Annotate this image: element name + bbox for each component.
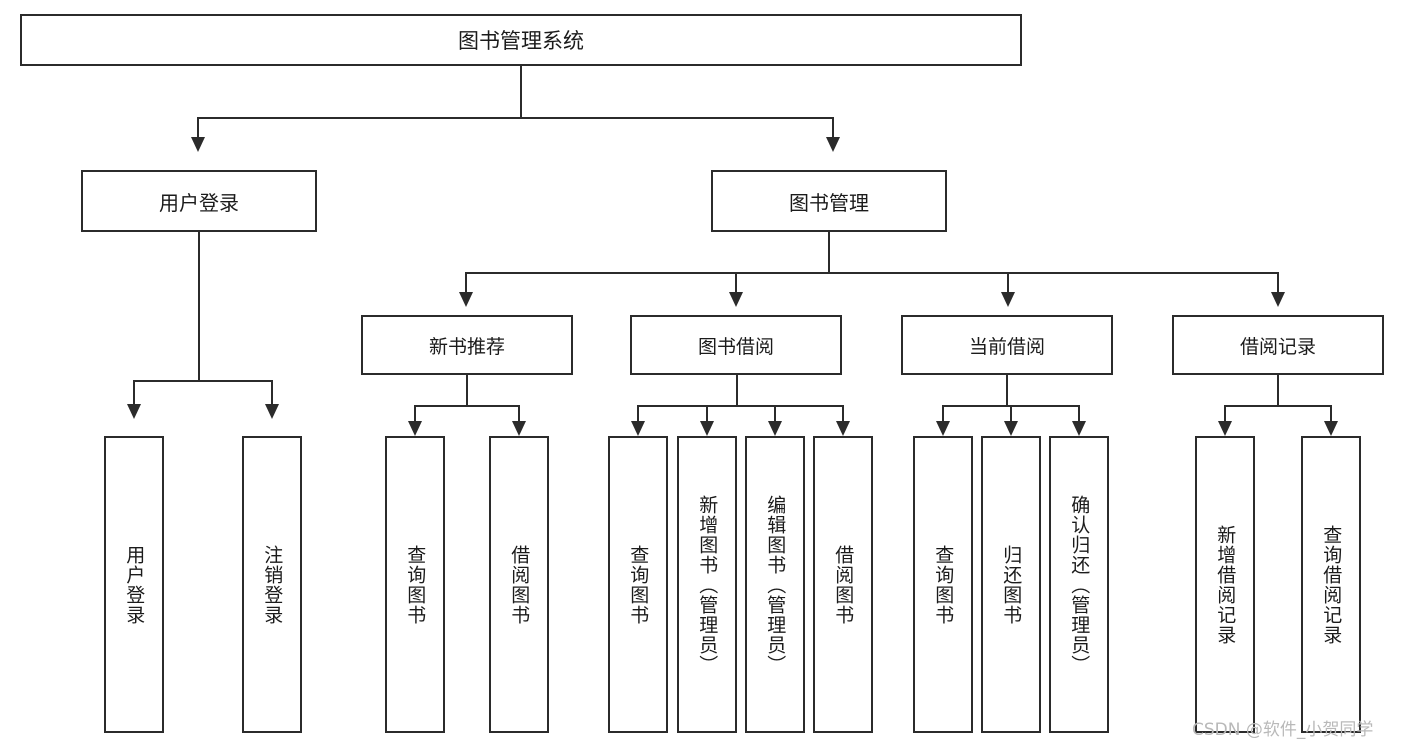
node-new-book-recommend[interactable]: 新书推荐 [361, 315, 573, 375]
connector-borrow-to-leaf3 [774, 405, 776, 423]
connector-userlogin-to-leaf1 [133, 380, 135, 406]
node-label: 图书管理系统 [458, 29, 584, 53]
connector-current-stem [1006, 375, 1008, 407]
watermark-text: CSDN @软件_小贺同学 [1192, 720, 1374, 740]
connector-bookmgmt-to-record [1277, 272, 1279, 294]
connector-bookmgmt-stem [828, 232, 830, 274]
arrowhead-root-to-userlogin [191, 137, 205, 152]
leaf-query-book-borrow[interactable]: 查询图书 [608, 436, 668, 733]
connector-userlogin-stem [198, 232, 200, 382]
connector-newbook-bus [414, 405, 520, 407]
connector-newbook-stem [466, 375, 468, 407]
leaf-add-borrow-record[interactable]: 新增借阅记录 [1195, 436, 1255, 733]
arrowhead-current-leaf2 [1004, 421, 1018, 436]
arrowhead-current-leaf1 [936, 421, 950, 436]
leaf-query-book-current[interactable]: 查询图书 [913, 436, 973, 733]
leaf-label: 用户登录 [123, 544, 146, 625]
leaf-query-borrow-record[interactable]: 查询借阅记录 [1301, 436, 1361, 733]
leaf-query-book-newbook[interactable]: 查询图书 [385, 436, 445, 733]
connector-bookmgmt-bus [465, 272, 1279, 274]
node-borrow-record[interactable]: 借阅记录 [1172, 315, 1384, 375]
arrowhead-current-leaf3 [1072, 421, 1086, 436]
arrowhead-record-leaf1 [1218, 421, 1232, 436]
leaf-logout[interactable]: 注销登录 [242, 436, 302, 733]
leaf-label: 查询图书 [932, 544, 955, 625]
arrowhead-userlogin-leaf1 [127, 404, 141, 419]
node-current-borrow[interactable]: 当前借阅 [901, 315, 1113, 375]
leaf-borrow-book[interactable]: 借阅图书 [813, 436, 873, 733]
connector-record-to-leaf2 [1330, 405, 1332, 423]
connector-borrow-bus [637, 405, 843, 407]
arrowhead-newbook-leaf1 [408, 421, 422, 436]
connector-borrow-to-leaf4 [842, 405, 844, 423]
node-label: 新书推荐 [428, 335, 505, 358]
leaf-label: 新增借阅记录 [1214, 524, 1237, 645]
connector-bookmgmt-to-borrow [735, 272, 737, 294]
node-label: 图书管理 [789, 190, 869, 215]
arrowhead-borrow-leaf4 [836, 421, 850, 436]
node-label: 借阅记录 [1239, 335, 1316, 358]
arrowhead-bookmgmt-current [1001, 292, 1015, 307]
arrowhead-bookmgmt-newbook [459, 292, 473, 307]
connector-current-to-leaf2 [1010, 405, 1012, 423]
arrowhead-borrow-leaf2 [700, 421, 714, 436]
connector-borrow-to-leaf2 [706, 405, 708, 423]
connector-newbook-to-leaf2 [518, 405, 520, 423]
connector-record-bus [1224, 405, 1332, 407]
leaf-add-book-admin[interactable]: 新增图书（管理员） [677, 436, 737, 733]
arrowhead-userlogin-leaf2 [265, 404, 279, 419]
connector-bookmgmt-to-current [1007, 272, 1009, 294]
node-user-login[interactable]: 用户登录 [81, 170, 317, 232]
leaf-label: 查询借阅记录 [1320, 524, 1343, 645]
connector-current-to-leaf3 [1078, 405, 1080, 423]
connector-record-to-leaf1 [1224, 405, 1226, 423]
connector-root-stem [520, 66, 522, 118]
node-book-management[interactable]: 图书管理 [711, 170, 947, 232]
connector-root-bus [197, 117, 834, 119]
connector-userlogin-bus [133, 380, 272, 382]
leaf-label: 借阅图书 [508, 544, 531, 625]
arrowhead-root-to-bookmgmt [826, 137, 840, 152]
leaf-label: 查询图书 [627, 544, 650, 625]
leaf-label: 注销登录 [261, 544, 284, 625]
arrowhead-borrow-leaf3 [768, 421, 782, 436]
connector-userlogin-to-leaf2 [271, 380, 273, 406]
leaf-label: 归还图书 [1000, 544, 1023, 625]
leaf-label: 确认归还（管理员） [1068, 494, 1091, 675]
connector-root-to-userlogin [197, 117, 199, 139]
leaf-borrow-book-newbook[interactable]: 借阅图书 [489, 436, 549, 733]
node-label: 当前借阅 [968, 335, 1045, 358]
connector-borrow-stem [736, 375, 738, 407]
node-root-system[interactable]: 图书管理系统 [20, 14, 1022, 66]
arrowhead-record-leaf2 [1324, 421, 1338, 436]
arrowhead-newbook-leaf2 [512, 421, 526, 436]
node-label: 用户登录 [159, 190, 239, 215]
connector-bookmgmt-to-newbook [465, 272, 467, 294]
leaf-edit-book-admin[interactable]: 编辑图书（管理员） [745, 436, 805, 733]
leaf-user-login[interactable]: 用户登录 [104, 436, 164, 733]
leaf-confirm-return-admin[interactable]: 确认归还（管理员） [1049, 436, 1109, 733]
connector-root-to-bookmgmt [832, 117, 834, 139]
connector-newbook-to-leaf1 [414, 405, 416, 423]
arrowhead-bookmgmt-borrow [729, 292, 743, 307]
leaf-label: 新增图书（管理员） [696, 494, 719, 675]
node-book-borrow[interactable]: 图书借阅 [630, 315, 842, 375]
arrowhead-bookmgmt-record [1271, 292, 1285, 307]
leaf-label: 借阅图书 [832, 544, 855, 625]
leaf-label: 查询图书 [404, 544, 427, 625]
leaf-return-book[interactable]: 归还图书 [981, 436, 1041, 733]
connector-borrow-to-leaf1 [637, 405, 639, 423]
node-label: 图书借阅 [697, 335, 774, 358]
connector-current-to-leaf1 [942, 405, 944, 423]
connector-record-stem [1277, 375, 1279, 407]
arrowhead-borrow-leaf1 [631, 421, 645, 436]
leaf-label: 编辑图书（管理员） [764, 494, 787, 675]
